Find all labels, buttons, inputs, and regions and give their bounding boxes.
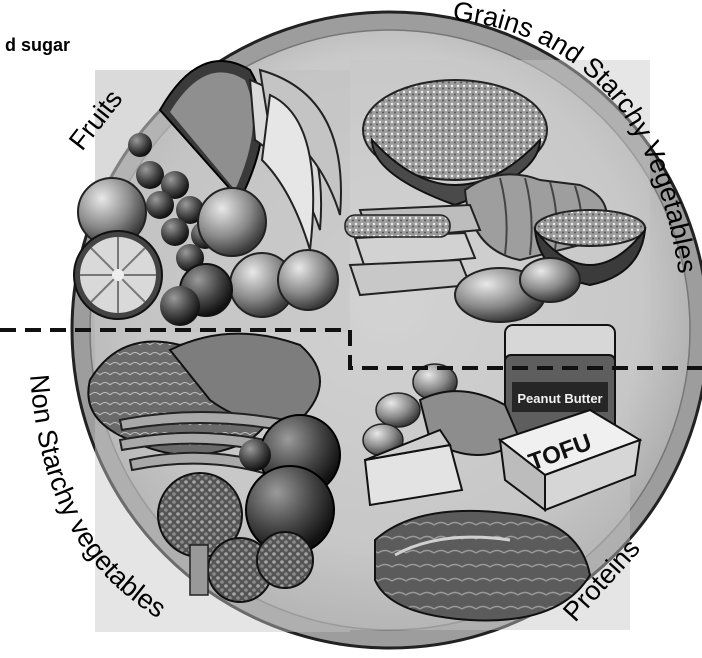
heading-text: d sugar <box>5 35 70 55</box>
peanut-butter-label: Peanut Butter <box>517 391 602 406</box>
orange-half <box>74 231 162 319</box>
